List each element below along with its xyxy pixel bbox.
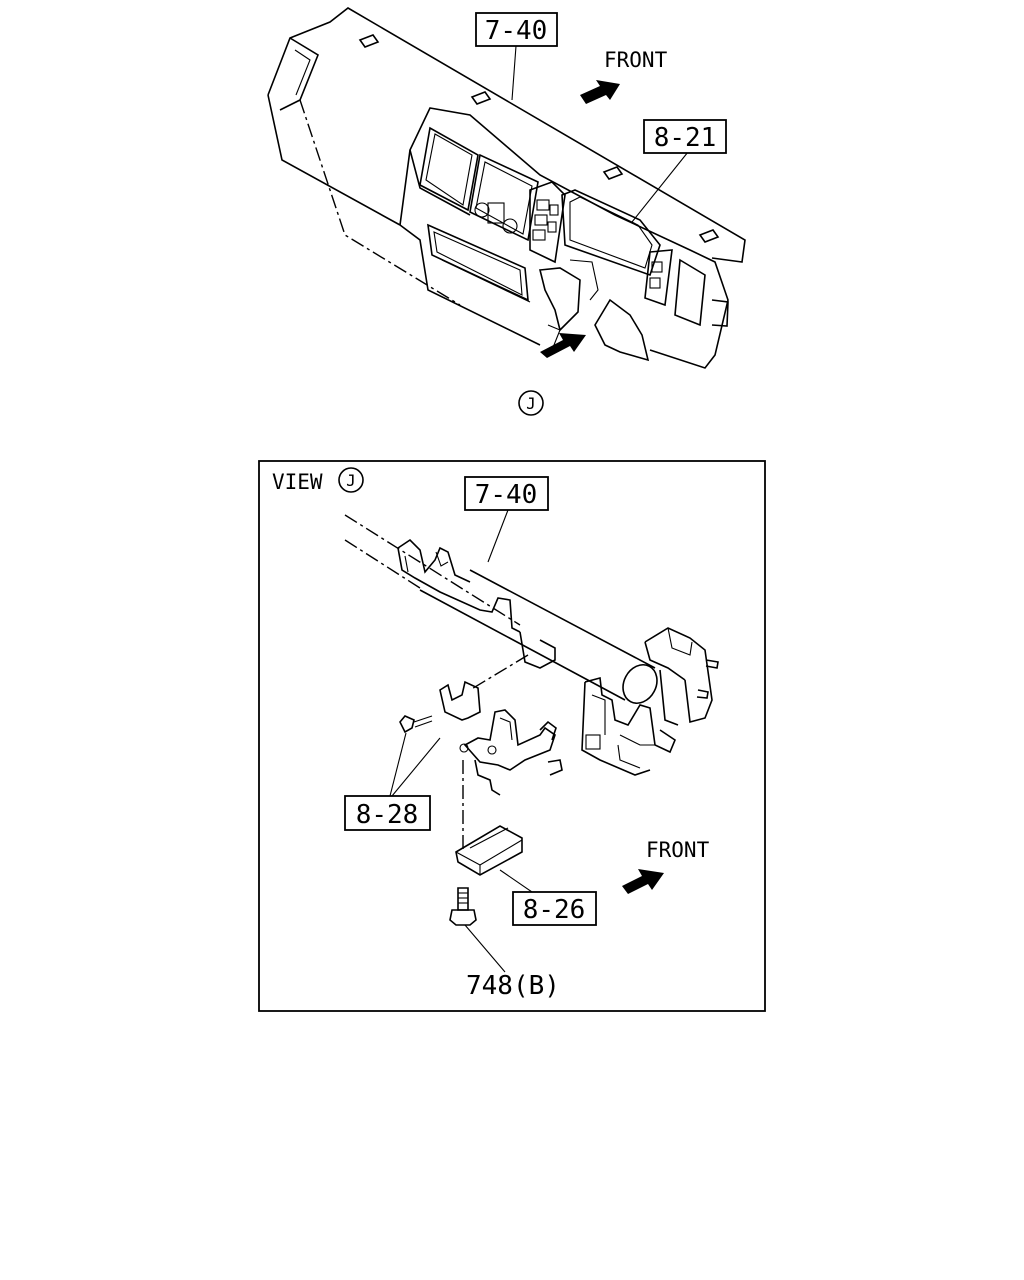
callout-7-40-detail: 7-40 bbox=[464, 476, 549, 511]
svg-text:7-40: 7-40 bbox=[485, 16, 548, 46]
dashboard-illustration bbox=[267, 7, 746, 369]
detail-view-frame bbox=[258, 460, 766, 1012]
dashboard-beam bbox=[344, 514, 719, 776]
callout-8-26: 8-26 bbox=[512, 891, 597, 926]
module-and-bolt bbox=[449, 509, 533, 973]
svg-text:8-26: 8-26 bbox=[523, 895, 586, 925]
bolt-label: 748(B) bbox=[466, 971, 560, 1001]
front-label-detail: FRONT bbox=[646, 838, 710, 862]
svg-text:8-21: 8-21 bbox=[654, 123, 717, 153]
callout-8-28: 8-28 bbox=[344, 795, 431, 831]
callout-8-21: 8-21 bbox=[643, 119, 727, 154]
front-arrow-detail bbox=[622, 869, 664, 894]
svg-text:J: J bbox=[346, 471, 356, 490]
callout-7-40-top: 7-40 bbox=[475, 12, 558, 47]
bracket-assembly bbox=[389, 654, 563, 797]
front-label-top: FRONT bbox=[604, 48, 668, 72]
svg-text:7-40: 7-40 bbox=[475, 480, 538, 510]
view-marker-j-detail: J bbox=[338, 467, 364, 493]
view-title: VIEW bbox=[272, 470, 323, 494]
view-arrow-j bbox=[540, 333, 586, 358]
svg-text:J: J bbox=[526, 394, 536, 413]
front-arrow-top bbox=[580, 80, 620, 104]
svg-text:8-28: 8-28 bbox=[356, 800, 419, 830]
view-marker-j-top: J bbox=[518, 390, 544, 416]
